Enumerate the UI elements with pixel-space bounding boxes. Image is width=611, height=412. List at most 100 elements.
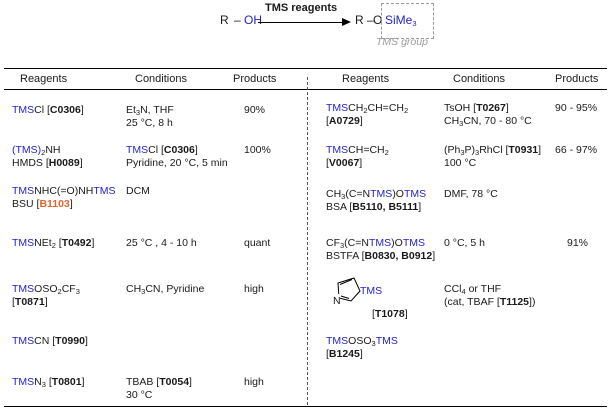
- subscript: 3: [371, 339, 376, 348]
- catalog-code: T0931: [508, 144, 539, 156]
- reagent-text: Cl [: [34, 104, 50, 116]
- table-row-reagent-line2: HMDS [H0089]: [12, 157, 83, 170]
- table-row-product: quant: [244, 237, 271, 249]
- subscript: 3: [141, 287, 146, 296]
- header-right-conditions: Conditions: [453, 73, 505, 85]
- reagent-text: NHC(=O)NH: [34, 185, 94, 197]
- bracket: [: [326, 348, 329, 360]
- catalog-code: T1125: [499, 296, 530, 308]
- catalog-code: C0306: [49, 104, 81, 116]
- table-row-conditions: TMSCl [C0306]: [126, 144, 198, 157]
- table-row-reagent: TMSNEt2 [T0492]: [12, 237, 94, 250]
- reagent-text: )O: [392, 188, 404, 200]
- table-row-reagent-line2: [T0871]: [12, 296, 48, 309]
- header-left-reagents: Reagents: [20, 73, 68, 85]
- imidazole-nitrogen: N: [333, 295, 341, 307]
- subscript: 3: [460, 148, 465, 157]
- header-left-products: Products: [233, 73, 277, 85]
- subscript: 3: [75, 287, 80, 296]
- table-row-conditions: TsOH [T0267]: [444, 102, 509, 115]
- subscript: 2: [41, 148, 46, 157]
- bracket: ]: [81, 376, 85, 388]
- table-row-conditions: DMF, 78 °C: [444, 188, 498, 200]
- reagent-text: OSO: [34, 283, 58, 295]
- tms-label: TMS: [12, 185, 35, 197]
- table-row-reagent: TMSCl [C0306]: [12, 104, 84, 117]
- tms-label: TMS: [326, 102, 349, 114]
- reagent-text: CH=CH: [367, 102, 404, 114]
- table-row-reagent-line2: [A0729]: [326, 115, 363, 128]
- bracket: [: [45, 376, 52, 388]
- table-row-conditions: DCM: [126, 185, 150, 197]
- subscript: 3: [41, 380, 46, 389]
- header-right-products: Products: [555, 73, 599, 85]
- reagent-text: )O: [391, 237, 403, 249]
- reagent-text: CH=CH: [348, 144, 385, 156]
- bracket: ]: [359, 115, 363, 127]
- bracket: ]: [80, 104, 84, 116]
- subscript: 2: [57, 287, 62, 296]
- reagent-text: CN [: [34, 335, 56, 347]
- table-row-reagent: TMSCH=CH2: [326, 144, 389, 157]
- table-row-reagent: TMSCH2CH=CH2: [326, 102, 408, 115]
- arrow-head-icon: [342, 18, 351, 26]
- reagent-text: CH: [326, 188, 342, 200]
- reaction-arrow: [258, 22, 344, 23]
- bracket: ]: [404, 308, 408, 320]
- header-right-reagents: Reagents: [342, 73, 390, 85]
- table-row-reagent-line2: [V0067]: [326, 157, 362, 170]
- bracket: ]: [44, 296, 48, 308]
- reagent-text: OSO: [348, 335, 372, 347]
- catalog-code: T1078: [374, 308, 405, 320]
- catalog-code: T0492: [61, 237, 92, 249]
- table-row-conditions-line2: 30 °C: [126, 389, 153, 401]
- table-row-conditions-line2: 100 °C: [444, 157, 477, 169]
- conditions-text: P): [464, 144, 476, 156]
- table-row-reagent: TMSOSO3TMS: [326, 335, 398, 348]
- tms-label: TMS: [12, 237, 35, 249]
- reagent-text: NH: [45, 144, 61, 156]
- catalog-code: T0054: [159, 376, 190, 388]
- table-header-rule: [4, 89, 607, 90]
- table-row-product: 66 - 97%: [555, 144, 598, 156]
- product-oxygen: O: [373, 13, 383, 27]
- tms-label: TMS: [12, 283, 35, 295]
- bracket: [: [326, 157, 329, 169]
- tms-label: TMS: [126, 144, 149, 156]
- bracket: ]: [91, 237, 95, 249]
- subscript: 2: [403, 106, 409, 115]
- reagent-text: NEt: [34, 237, 52, 249]
- table-row-reagent: (TMS)2NH: [12, 144, 61, 157]
- tms-label: TMS: [403, 188, 427, 200]
- table-row-reagent-line2: BSTFA [B0830, B0912]: [326, 250, 435, 263]
- table-row-product: 90 - 95%: [555, 102, 598, 114]
- tms-label: TMS: [370, 188, 393, 200]
- subscript: 2: [363, 106, 368, 115]
- silyl-label: SiMe: [385, 13, 413, 27]
- product-r: R: [355, 13, 364, 27]
- column-divider: [307, 77, 308, 405]
- catalog-code: V0067: [328, 157, 360, 169]
- table-row-conditions: CCl4 or THF: [444, 283, 501, 296]
- conditions-text: CH: [444, 115, 460, 127]
- table-row-reagent-line2: BSU [B1103]: [12, 198, 73, 211]
- reagent-text: BSU [: [12, 198, 40, 210]
- conditions-text: TsOH [: [444, 102, 477, 114]
- reactant-r: R: [220, 13, 229, 27]
- catalog-code: B0830, B0912: [364, 250, 433, 262]
- catalog-code: T0871: [14, 296, 45, 308]
- subscript: 3: [341, 192, 346, 201]
- table-row-product: high: [244, 283, 264, 295]
- subscript: 2: [51, 241, 56, 250]
- subscript: 3: [459, 119, 464, 128]
- tms-label: TMS: [326, 335, 349, 347]
- catalog-code: T0990: [55, 335, 85, 347]
- conditions-text: TBAB [: [126, 376, 160, 388]
- table-row-reagent: CH3(C=NTMS)OTMS: [326, 188, 426, 201]
- table-row-reagent: CF3(C=NTMS)OTMS: [326, 237, 425, 250]
- tms-label: TMS: [326, 144, 349, 156]
- bracket: ]: [194, 144, 198, 156]
- subscript: 3: [340, 241, 345, 250]
- catalog-code: B1245: [328, 348, 360, 360]
- bracket: ]: [432, 250, 436, 262]
